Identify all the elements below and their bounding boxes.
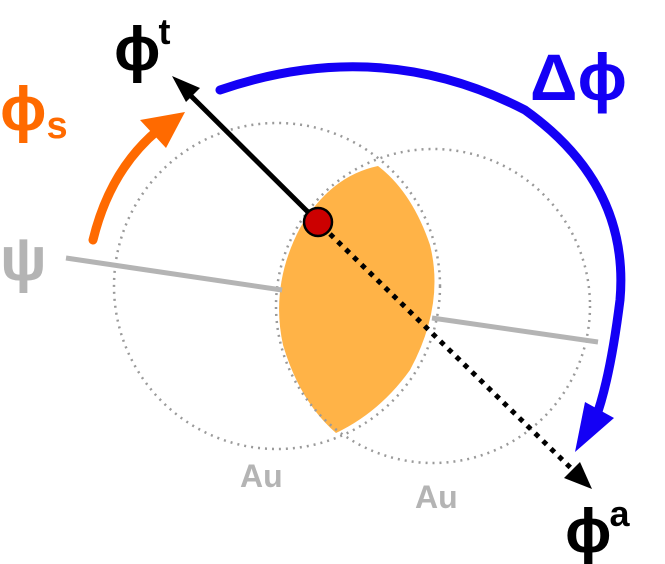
delta-phi-label: Δϕ — [530, 40, 627, 114]
atom-left-label: Au — [240, 458, 283, 494]
psi-line — [65, 255, 283, 293]
phi-a-label: ϕa — [565, 493, 630, 564]
psi-line-right — [431, 315, 599, 345]
center-dot — [302, 206, 334, 238]
phi-s-arrow — [88, 125, 163, 245]
atom-circle-right — [274, 147, 592, 465]
atom-right-label: Au — [415, 479, 458, 515]
atom-circle-left — [112, 121, 442, 451]
phi-a-arrowhead — [564, 462, 592, 489]
delta-phi-arrowhead — [575, 402, 614, 452]
delta-phi-arc — [215, 62, 626, 425]
phi-a-arrow — [328, 232, 580, 477]
phi-t-arrowhead — [172, 76, 200, 102]
psi-label: ψ — [0, 225, 47, 294]
phi-t-arrow — [183, 88, 318, 222]
phi-s-label: ϕs — [0, 75, 68, 147]
phi-s-arrowhead — [140, 112, 185, 148]
phi-t-label: ϕt — [114, 11, 170, 84]
